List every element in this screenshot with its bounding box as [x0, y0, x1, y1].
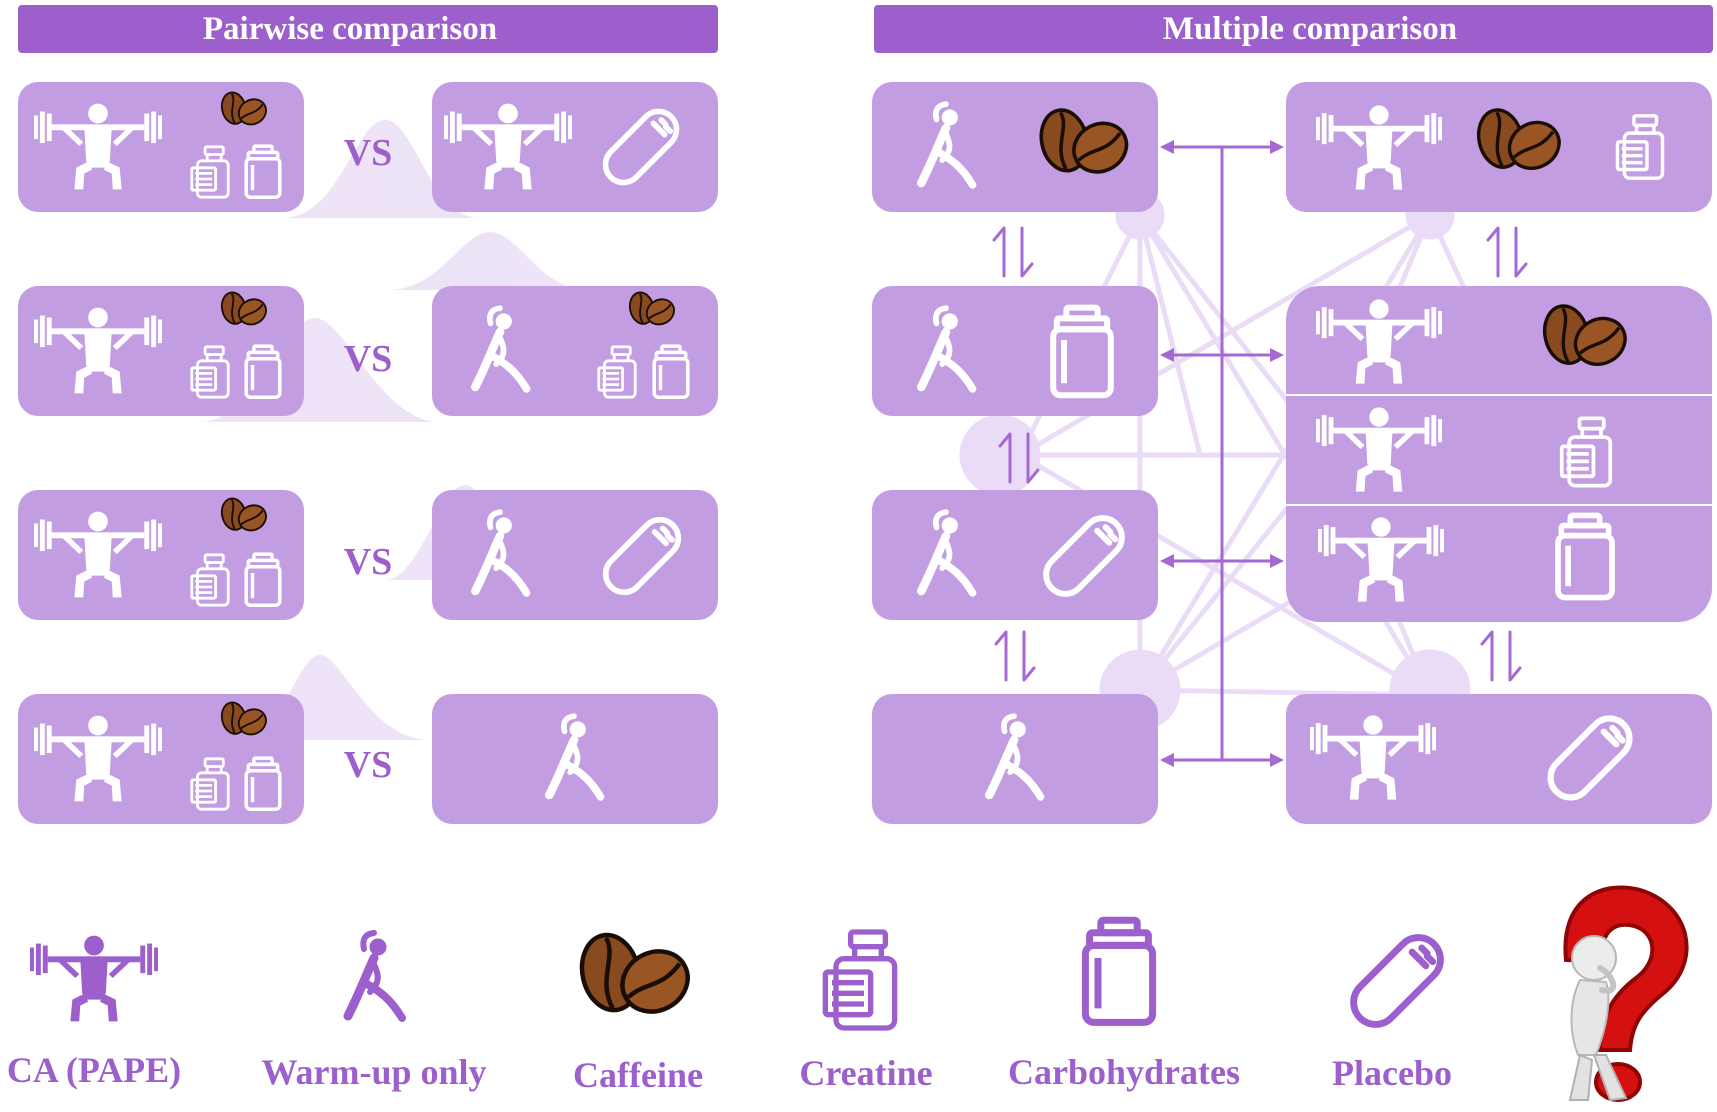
multiple-header: Multiple comparison [874, 5, 1713, 53]
creatine-icon [825, 932, 894, 1028]
legend-creatine: Creatine [799, 932, 933, 1093]
placebo-icon [1344, 928, 1449, 1033]
multiple-right-group [1286, 286, 1712, 622]
legend-caffeine-label: Caffeine [573, 1055, 703, 1095]
exchange-arrows [992, 226, 1528, 682]
caffeine-icon [575, 930, 698, 1023]
connector-arrows [1160, 140, 1284, 767]
multiple-right-node-1 [1286, 82, 1712, 212]
arrow-row-2 [1160, 348, 1284, 362]
legend-ca: CA (PAPE) [7, 935, 181, 1090]
vs-label: VS [344, 541, 393, 583]
pairwise-row-3: VS [18, 490, 718, 620]
warmup-icon [348, 933, 402, 1018]
pairwise-curves [200, 120, 588, 740]
legend-warmup-label: Warm-up only [261, 1052, 486, 1092]
exchange-arrow [1486, 226, 1528, 278]
exchange-arrow [994, 630, 1036, 682]
exchange-arrow [998, 432, 1040, 484]
exchange-arrow [1480, 630, 1522, 682]
multiple-left-node-2 [872, 286, 1158, 416]
multiple-right-node-5 [1286, 694, 1712, 824]
legend-ca-label: CA (PAPE) [7, 1050, 181, 1090]
pairwise-row-1: VS [18, 82, 718, 212]
pairwise-header: Pairwise comparison [18, 5, 718, 53]
multiple-left-node-4 [872, 694, 1158, 824]
legend-carbohydrates-label: Carbohydrates [1008, 1052, 1240, 1092]
legend-caffeine: Caffeine [573, 930, 703, 1095]
pairwise-row-2: VS [18, 286, 718, 416]
arrow-row-1 [1160, 140, 1284, 154]
question-figure-icon [1563, 885, 1689, 1102]
vs-label: VS [344, 744, 393, 786]
legend: CA (PAPE) Warm-up only Caffeine Creatine… [7, 920, 1452, 1095]
multiple-left-node-1 [872, 82, 1158, 212]
multiple-header-label: Multiple comparison [1163, 11, 1457, 47]
legend-warmup: Warm-up only [261, 933, 487, 1092]
legend-carbohydrates: Carbohydrates [1008, 920, 1240, 1092]
pairwise-box-right [432, 82, 718, 212]
exchange-arrow [992, 226, 1034, 278]
legend-creatine-label: Creatine [799, 1053, 932, 1093]
ca-icon [30, 935, 158, 1022]
vs-label: VS [344, 132, 393, 174]
arrow-row-4 [1160, 753, 1284, 767]
pairwise-box-right [432, 490, 718, 620]
legend-placebo-label: Placebo [1332, 1053, 1452, 1093]
legend-placebo: Placebo [1332, 928, 1452, 1093]
multiple-left-node-3 [872, 490, 1158, 620]
vs-label: VS [344, 338, 393, 380]
pairwise-row-4: VS [18, 694, 718, 824]
carbohydrates-icon [1085, 920, 1152, 1022]
pairwise-header-label: Pairwise comparison [203, 11, 497, 47]
arrow-row-3 [1160, 554, 1284, 568]
